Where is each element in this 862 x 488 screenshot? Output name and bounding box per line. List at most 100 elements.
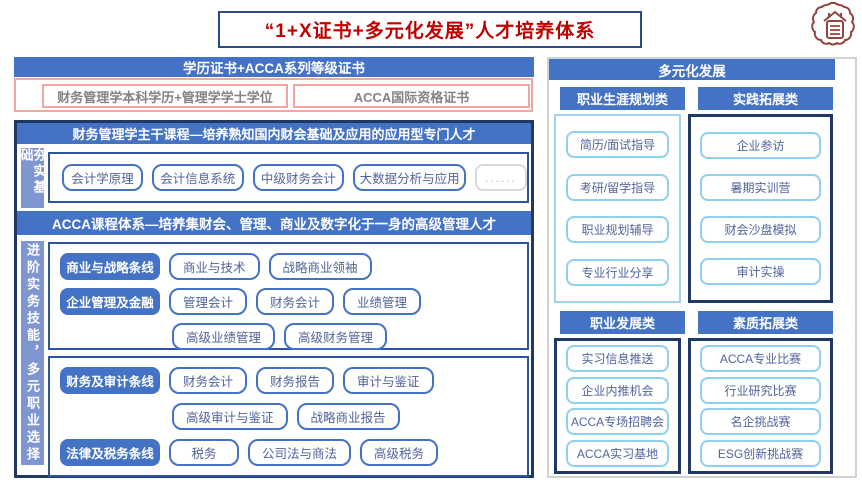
more-courses-label: ...... [484, 170, 517, 185]
list-item-label: ACCA专业比赛 [719, 352, 802, 367]
curriculum-panel: 财务管理学主干课程—培养熟知国内财会基础及应用的应用型专门人才 夯实基础 会计学… [14, 120, 534, 478]
list-item-label: 考研/留学指导 [579, 180, 656, 195]
list-item: ESG创新挑战赛 [700, 439, 821, 467]
cert-group-box: 财务管理学本科学历+管理学学士学位 ACCA国际资格证书 [14, 78, 533, 112]
list-item: 行业研究比赛 [700, 376, 821, 404]
acca-header: ACCA课程体系—培养集财会、管理、商业及数字化于一身的高级管理人才 [17, 211, 531, 235]
course-label: 审计与鉴证 [357, 375, 420, 389]
track-pill-label: 企业管理及金融 [66, 296, 154, 310]
track-pill: 企业管理及金融 [60, 288, 160, 315]
list-item-label: 企业参访 [736, 139, 785, 153]
list-item-label: ESG创新挑战赛 [717, 446, 804, 461]
course-box: 商业与技术 [169, 253, 260, 280]
list-item: ACCA实习基地 [566, 439, 669, 467]
side-label-advanced: 进阶实务技能，多元职业选择 [21, 241, 44, 465]
course-box: 战略商业报告 [296, 403, 400, 430]
course-label: 高级业绩管理 [186, 331, 262, 345]
course-box: 财务会计 [169, 367, 248, 394]
list-item: 企业参访 [700, 132, 821, 159]
track-row: 财务及审计条线 财务会计 财务报告 审计与鉴证 [60, 367, 527, 394]
track-row: 商业与战略条线 商业与技术 战略商业领袖 [60, 253, 527, 280]
list-item: ACCA专场招聘会 [566, 408, 669, 436]
list-item: 实习信息推送 [566, 345, 669, 373]
course-label: 高级税务 [374, 447, 425, 461]
group-box-career-planning: 简历/面试指导 考研/留学指导 职业规划辅导 专业行业分享 [554, 114, 681, 303]
course-label: 税务 [191, 447, 217, 461]
group-header-label: 职业发展类 [589, 316, 655, 331]
acca-cert-label: ACCA国际资格证书 [353, 89, 470, 105]
list-item-label: 行业研究比赛 [724, 383, 797, 398]
track-pill-label: 法律及税务条线 [66, 447, 154, 461]
course-box: 大数据分析与应用 [353, 164, 466, 191]
university-seal-icon [810, 1, 860, 51]
list-item-label: 名企挑战赛 [730, 415, 791, 430]
acca-cert-box: ACCA国际资格证书 [293, 84, 530, 108]
list-item: 企业内推机会 [566, 376, 669, 404]
track-row: 法律及税务条线 税务 公司法与商法 高级税务 [60, 439, 527, 466]
list-item-label: 简历/面试指导 [579, 138, 656, 153]
course-box: 会计学原理 [62, 164, 143, 191]
course-label: 大数据分析与应用 [359, 172, 460, 186]
list-item-label: 实习信息推送 [581, 352, 654, 367]
course-label: 高级财务管理 [298, 331, 374, 345]
development-panel: 多元化发展 职业生涯规划类 实践拓展类 简历/面试指导 考研/留学指导 职业规划… [547, 57, 857, 478]
group-box-career-development: 实习信息推送 企业内推机会 ACCA专场招聘会 ACCA实习基地 [554, 338, 681, 474]
list-item: 专业行业分享 [566, 258, 669, 286]
track-pill-label: 财务及审计条线 [66, 375, 154, 389]
course-label: 会计学原理 [71, 172, 134, 186]
group-box-quality: ACCA专业比赛 行业研究比赛 名企挑战赛 ESG创新挑战赛 [688, 338, 833, 474]
foundation-header-label: 财务管理学主干课程—培养熟知国内财会基础及应用的应用型专门人才 [72, 127, 476, 142]
track-row: 高级业绩管理 高级财务管理 [172, 323, 527, 350]
list-item-label: 财会沙盘模拟 [724, 223, 797, 237]
course-box: 高级审计与鉴证 [172, 403, 288, 430]
list-item-label: ACCA实习基地 [576, 446, 659, 461]
acca-track-group-1: 商业与战略条线 商业与技术 战略商业领袖 企业管理及金融 管理会计 财务会计 业… [48, 242, 529, 350]
foundation-header: 财务管理学主干课程—培养熟知国内财会基础及应用的应用型专门人才 [17, 123, 531, 144]
track-pill: 商业与战略条线 [60, 253, 160, 280]
degree-cert-box: 财务管理学本科学历+管理学学士学位 [42, 84, 288, 108]
course-label: 财务会计 [270, 296, 321, 310]
cert-section-header: 学历证书+ACCA系列等级证书 [14, 57, 534, 77]
list-item: 财会沙盘模拟 [700, 216, 821, 243]
track-pill-label: 商业与战略条线 [66, 261, 154, 275]
course-box: 财务报告 [256, 367, 335, 394]
group-header-label: 实践拓展类 [732, 92, 798, 107]
degree-cert-label: 财务管理学本科学历+管理学学士学位 [57, 89, 273, 105]
list-item: ACCA专业比赛 [700, 345, 821, 373]
list-item: 考研/留学指导 [566, 173, 669, 201]
course-label: 中级财务会计 [260, 172, 336, 186]
group-box-practice: 企业参访 暑期实训营 财会沙盘模拟 审计实操 [688, 114, 833, 303]
acca-header-label: ACCA课程体系—培养集财会、管理、商业及数字化于一身的高级管理人才 [52, 217, 496, 232]
track-pill: 财务及审计条线 [60, 367, 160, 394]
list-item-label: 职业规划辅导 [581, 223, 654, 238]
group-header-career-development: 职业发展类 [560, 311, 685, 334]
course-box: 业绩管理 [343, 288, 422, 315]
group-header-quality: 素质拓展类 [698, 311, 833, 334]
course-label: 业绩管理 [357, 296, 408, 310]
group-header-label: 职业生涯规划类 [576, 92, 668, 107]
group-header-practice: 实践拓展类 [698, 87, 833, 110]
list-item: 简历/面试指导 [566, 131, 669, 159]
course-box: 会计信息系统 [152, 164, 244, 191]
course-box: 财务会计 [256, 288, 335, 315]
side-label-foundation: 夯实基础 [18, 148, 47, 208]
course-box: 高级税务 [360, 439, 439, 466]
course-box: 中级财务会计 [252, 164, 345, 191]
more-courses-box: ...... [474, 164, 527, 191]
course-box: 审计与鉴证 [343, 367, 434, 394]
course-label: 会计信息系统 [160, 172, 236, 186]
list-item-label: 专业行业分享 [581, 265, 654, 280]
track-row: 高级审计与鉴证 战略商业报告 [172, 403, 527, 430]
course-box: 高级财务管理 [284, 323, 388, 350]
course-label: 管理会计 [183, 296, 234, 310]
acca-track-group-2: 财务及审计条线 财务会计 财务报告 审计与鉴证 高级审计与鉴证 战略商业报告 法… [48, 356, 529, 477]
group-header-label: 素质拓展类 [732, 316, 798, 331]
course-label: 战略商业报告 [310, 411, 386, 425]
side-label-foundation-text: 夯实基础 [18, 148, 47, 196]
course-box: 税务 [169, 439, 239, 466]
course-label: 财务会计 [183, 375, 234, 389]
course-box: 管理会计 [169, 288, 248, 315]
development-header-label: 多元化发展 [658, 63, 726, 79]
list-item: 暑期实训营 [700, 174, 821, 201]
